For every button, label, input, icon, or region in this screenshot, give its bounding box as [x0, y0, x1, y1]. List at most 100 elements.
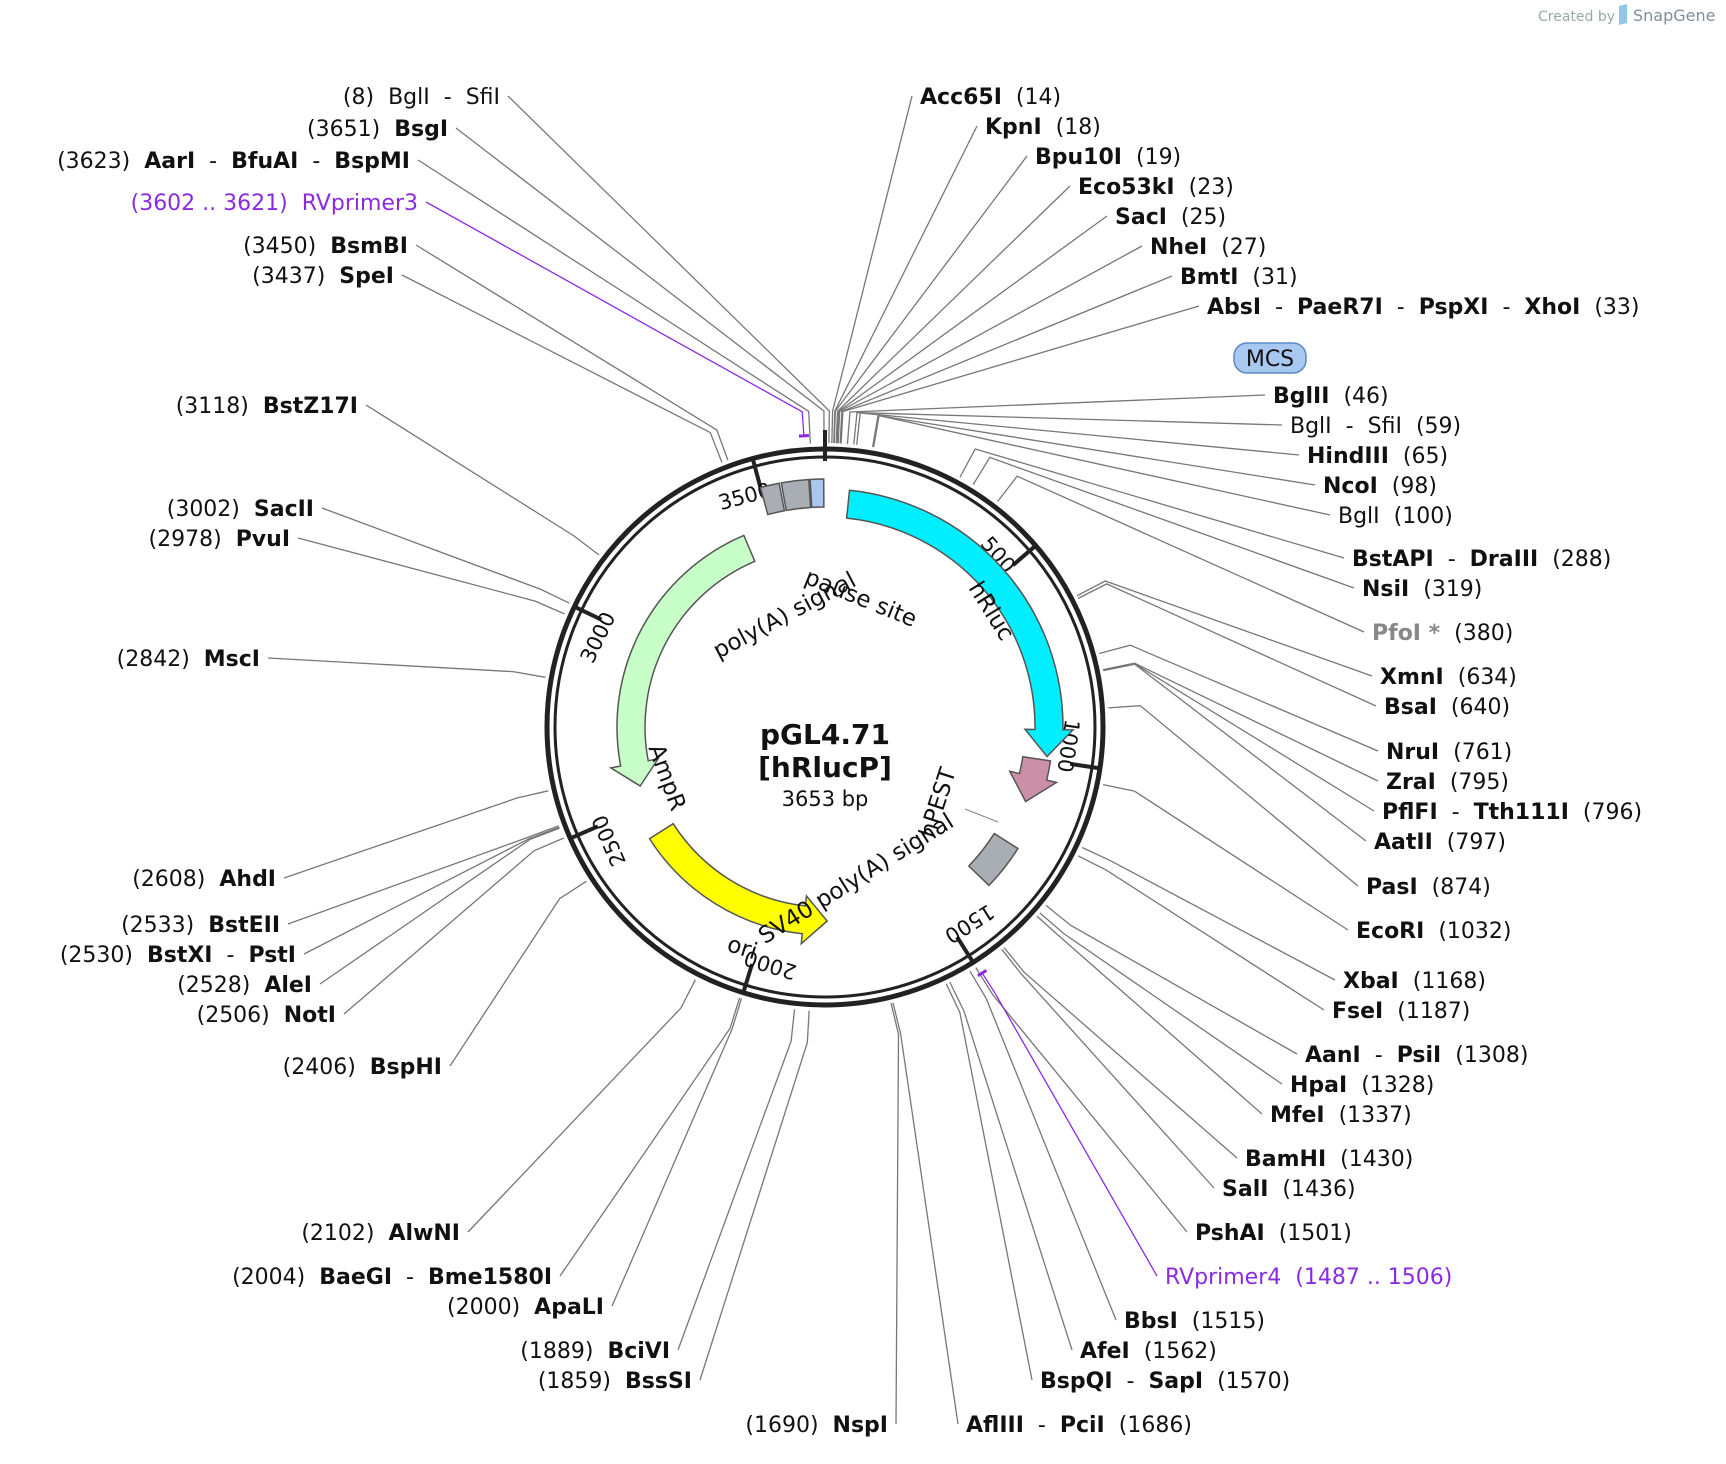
site-label-msci: (2842)MscI — [117, 647, 260, 672]
svg-text:(2004)BaeGI-Bme1580I: (2004)BaeGI-Bme1580I — [232, 1265, 552, 1290]
snapgene-logo-icon — [1619, 4, 1627, 25]
site-label-eco53ki: Eco53kI(23) — [1078, 175, 1234, 200]
svg-text:BsaI(640): BsaI(640) — [1384, 695, 1510, 720]
enzyme-name: SacII — [254, 497, 314, 522]
site-text: (1501) — [1279, 1221, 1352, 1246]
site-label-bgli-sfii: (8)BglI-SfiI — [343, 85, 500, 110]
svg-text:(2530)BstXI-PstI: (2530)BstXI-PstI — [60, 943, 296, 968]
feature-hpest — [1008, 755, 1059, 803]
leader-line — [303, 826, 560, 955]
site-label-bstapi-draiii: BstAPI-DraIII(288) — [1352, 547, 1611, 572]
feature-pause-site — [780, 478, 812, 512]
site-label-bsphi: (2406)BspHI — [283, 1055, 442, 1080]
svg-text:(2533)BstEII: (2533)BstEII — [121, 913, 280, 938]
primer-marker — [798, 433, 810, 438]
site-text: (31) — [1252, 265, 1297, 290]
feature-ori — [648, 822, 829, 946]
svg-text:BbsI(1515): BbsI(1515) — [1124, 1309, 1265, 1334]
site-text: - — [1127, 1369, 1135, 1394]
svg-text:MfeI(1337): MfeI(1337) — [1270, 1103, 1412, 1128]
enzyme-name: NruI — [1386, 740, 1439, 765]
site-label-rvprimer4-1487-1506: RVprimer4(1487 .. 1506) — [1165, 1265, 1452, 1290]
site-text: (19) — [1136, 145, 1181, 170]
site-label-ncoi: NcoI(98) — [1323, 474, 1437, 499]
site-text: PfoI * — [1372, 621, 1441, 646]
leader-line — [417, 159, 812, 444]
site-text: (1570) — [1217, 1369, 1290, 1394]
site-label-afei: AfeI(1562) — [1080, 1339, 1217, 1364]
enzyme-name: PaeR7I — [1297, 295, 1383, 320]
svg-text:BglI(100): BglI(100) — [1338, 504, 1453, 529]
site-text: (1562) — [1144, 1339, 1217, 1364]
svg-text:(1859)BssSI: (1859) BssSI — [538, 1369, 692, 1394]
enzyme-name: BspHI — [370, 1055, 442, 1080]
credit-brand: SnapGene — [1633, 6, 1715, 25]
svg-text:BmtI(31): BmtI(31) — [1180, 265, 1298, 290]
svg-text:HindIII(65): HindIII(65) — [1307, 444, 1448, 469]
svg-text:AfeI(1562): AfeI(1562) — [1080, 1339, 1217, 1364]
enzyme-name: BssSI — [625, 1369, 692, 1394]
plasmid-backbone — [544, 430, 1106, 1008]
enzyme-name: HpaI — [1290, 1073, 1347, 1098]
svg-text:AanI-PsiI(1308): AanI-PsiI(1308) — [1305, 1043, 1528, 1068]
svg-text:PflFI-Tth111I(796): PflFI-Tth111I(796) — [1382, 800, 1642, 825]
leader-line — [969, 970, 1117, 1321]
leader-line — [287, 825, 559, 925]
label-leader-lines — [267, 95, 1379, 1425]
enzyme-name: PvuI — [236, 527, 290, 552]
leader-line — [559, 997, 741, 1277]
enzyme-name: AhdI — [219, 867, 276, 892]
enzyme-name: Bpu10I — [1035, 145, 1122, 170]
site-label-hindiii: HindIII(65) — [1307, 444, 1448, 469]
site-text: SfiI — [1368, 414, 1402, 439]
tick-3500 — [750, 456, 763, 489]
site-label-zrai: ZraI(795) — [1386, 770, 1509, 795]
site-text: (640) — [1451, 695, 1510, 720]
site-label-alwni: (2102)AlwNI — [301, 1221, 460, 1246]
site-label-kpni: KpnI(18) — [985, 115, 1101, 140]
site-label-apali: (2000)ApaLI — [447, 1295, 604, 1320]
leader-line — [837, 245, 1143, 444]
plasmid-center-label: pGL4.71 [hRlucP] 3653 bp — [758, 718, 892, 811]
site-text: (3623) — [57, 149, 130, 174]
svg-text:AbsI-PaeR7I-PspXI-XhoI(33): AbsI-PaeR7I-PspXI-XhoI(33) — [1207, 295, 1640, 320]
enzyme-name: SalI — [1222, 1177, 1268, 1202]
site-text: (2102) — [301, 1221, 374, 1246]
svg-text:(3450)BsmBI: (3450)BsmBI — [243, 234, 408, 259]
enzyme-name: AleI — [264, 973, 312, 998]
svg-text:XbaI(1168): XbaI(1168) — [1343, 969, 1486, 994]
plasmid-size: 3653 bp — [782, 787, 869, 811]
leader-line — [297, 537, 565, 615]
site-text: (1308) — [1455, 1043, 1528, 1068]
site-text: (3450) — [243, 234, 316, 259]
site-label-pasi: PasI(874) — [1366, 875, 1491, 900]
feature-hrluc — [845, 489, 1075, 758]
site-label-bpu10i: Bpu10I (19) — [1035, 145, 1181, 170]
leader-line — [945, 983, 1033, 1381]
site-text: (3437) — [252, 264, 325, 289]
enzyme-name: Tth111I — [1474, 800, 1569, 825]
site-label-alei: (2528)AleI — [177, 973, 312, 998]
site-text: (1859) — [538, 1369, 611, 1394]
leader-line — [319, 827, 560, 985]
enzyme-name: XhoI — [1524, 295, 1580, 320]
site-text: (319) — [1423, 577, 1482, 602]
enzyme-name: AbsI — [1207, 295, 1261, 320]
enzyme-name: PflFI — [1382, 800, 1438, 825]
site-label-ecori: EcoRI(1032) — [1356, 919, 1511, 944]
site-text: (100) — [1394, 504, 1453, 529]
leader-line — [677, 1009, 796, 1351]
enzyme-name: PasI — [1366, 875, 1418, 900]
enzyme-name: ApaLI — [534, 1295, 604, 1320]
site-label-acc65i: Acc65I(14) — [920, 85, 1061, 110]
site-text: (3118) — [176, 394, 249, 419]
enzyme-name: BspQI — [1040, 1369, 1113, 1394]
enzyme-name: SapI — [1148, 1369, 1203, 1394]
enzyme-name: PshAI — [1195, 1221, 1265, 1246]
leader-line — [1103, 663, 1375, 812]
enzyme-name: Bme1580I — [428, 1265, 552, 1290]
site-text: (1168) — [1413, 969, 1486, 994]
leader-line — [831, 95, 913, 444]
site-text: (1337) — [1339, 1103, 1412, 1128]
